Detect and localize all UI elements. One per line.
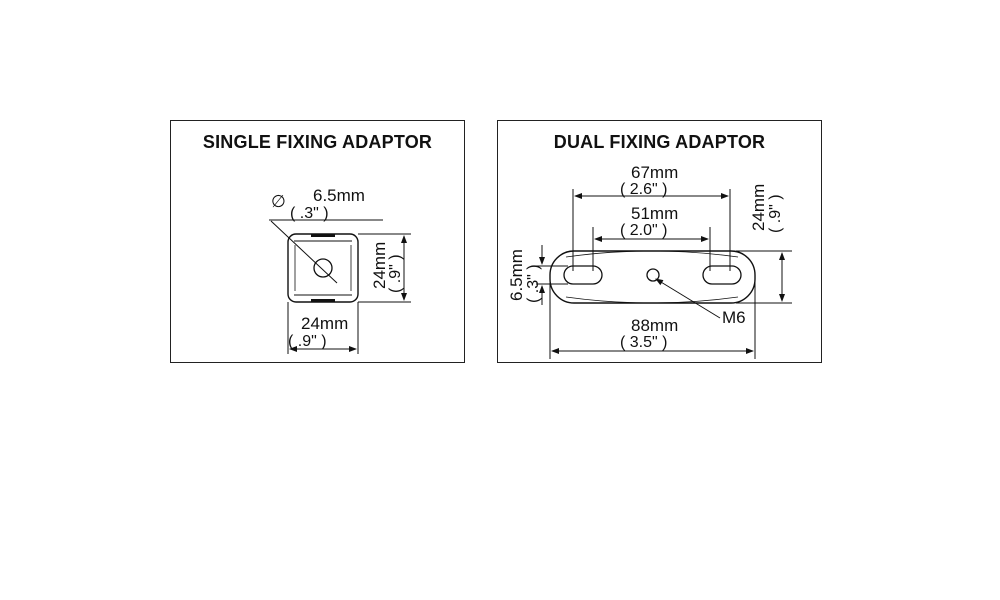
dual-height-in: ( .9" ) — [767, 194, 784, 233]
dual-panel-title: DUAL FIXING ADAPTOR — [553, 132, 766, 152]
dual-outer-slots-dimension — [572, 189, 731, 271]
single-hole-leader — [269, 219, 383, 284]
single-width-in: ( .9" ) — [288, 333, 327, 350]
single-adaptor-drawing: ∅ 6.5mm ( .3" ) 24mm ( .9" ) 24mm ( .9" … — [269, 186, 411, 354]
dual-length-in: ( 3.5" ) — [620, 334, 667, 351]
dual-height-dimension — [736, 250, 792, 304]
dual-length-mm: 88mm — [631, 316, 678, 335]
dual-slot-mm: 6.5mm — [507, 249, 526, 301]
single-height-dimension — [358, 233, 411, 303]
dual-slot-in: ( .3" ) — [525, 264, 542, 303]
dual-length-dimension — [549, 281, 756, 359]
dual-inner-slots-mm: 51mm — [631, 204, 678, 223]
single-hole — [313, 258, 333, 278]
single-panel-title: SINGLE FIXING ADAPTOR — [202, 132, 433, 152]
single-height-mm: 24mm — [370, 242, 389, 289]
dual-slot-width-dimension — [536, 245, 568, 305]
dual-outer-slots-in: ( 2.6" ) — [620, 181, 667, 198]
hole-diameter-mm: 6.5mm — [313, 186, 365, 205]
dual-center-hole — [646, 268, 660, 282]
hole-diameter-symbol: ∅ — [271, 192, 286, 211]
single-width-mm: 24mm — [301, 314, 348, 333]
dual-thread-label: M6 — [722, 308, 746, 327]
single-width-dimension — [287, 302, 359, 354]
single-fixing-adaptor-panel: SINGLE FIXING ADAPTOR ∅ 6.5mm ( .3" ) — [170, 120, 465, 363]
single-height-in: ( .9" ) — [387, 254, 404, 293]
dual-right-slot — [702, 265, 742, 285]
dual-outer-slots-mm: 67mm — [631, 163, 678, 182]
dual-height-mm: 24mm — [749, 184, 768, 231]
hole-diameter-in: ( .3" ) — [290, 205, 329, 222]
dual-inner-slots-dimension — [592, 227, 711, 271]
dual-fixing-adaptor-panel: DUAL FIXING ADAPTOR 67mm ( 2.6" ) — [497, 120, 822, 363]
dual-left-slot — [563, 265, 603, 285]
dual-thread-leader — [655, 278, 721, 319]
dual-inner-slots-in: ( 2.0" ) — [620, 222, 667, 239]
dual-adaptor-drawing: 67mm ( 2.6" ) 51mm ( 2.0" ) 24mm ( .9" )… — [507, 163, 792, 359]
